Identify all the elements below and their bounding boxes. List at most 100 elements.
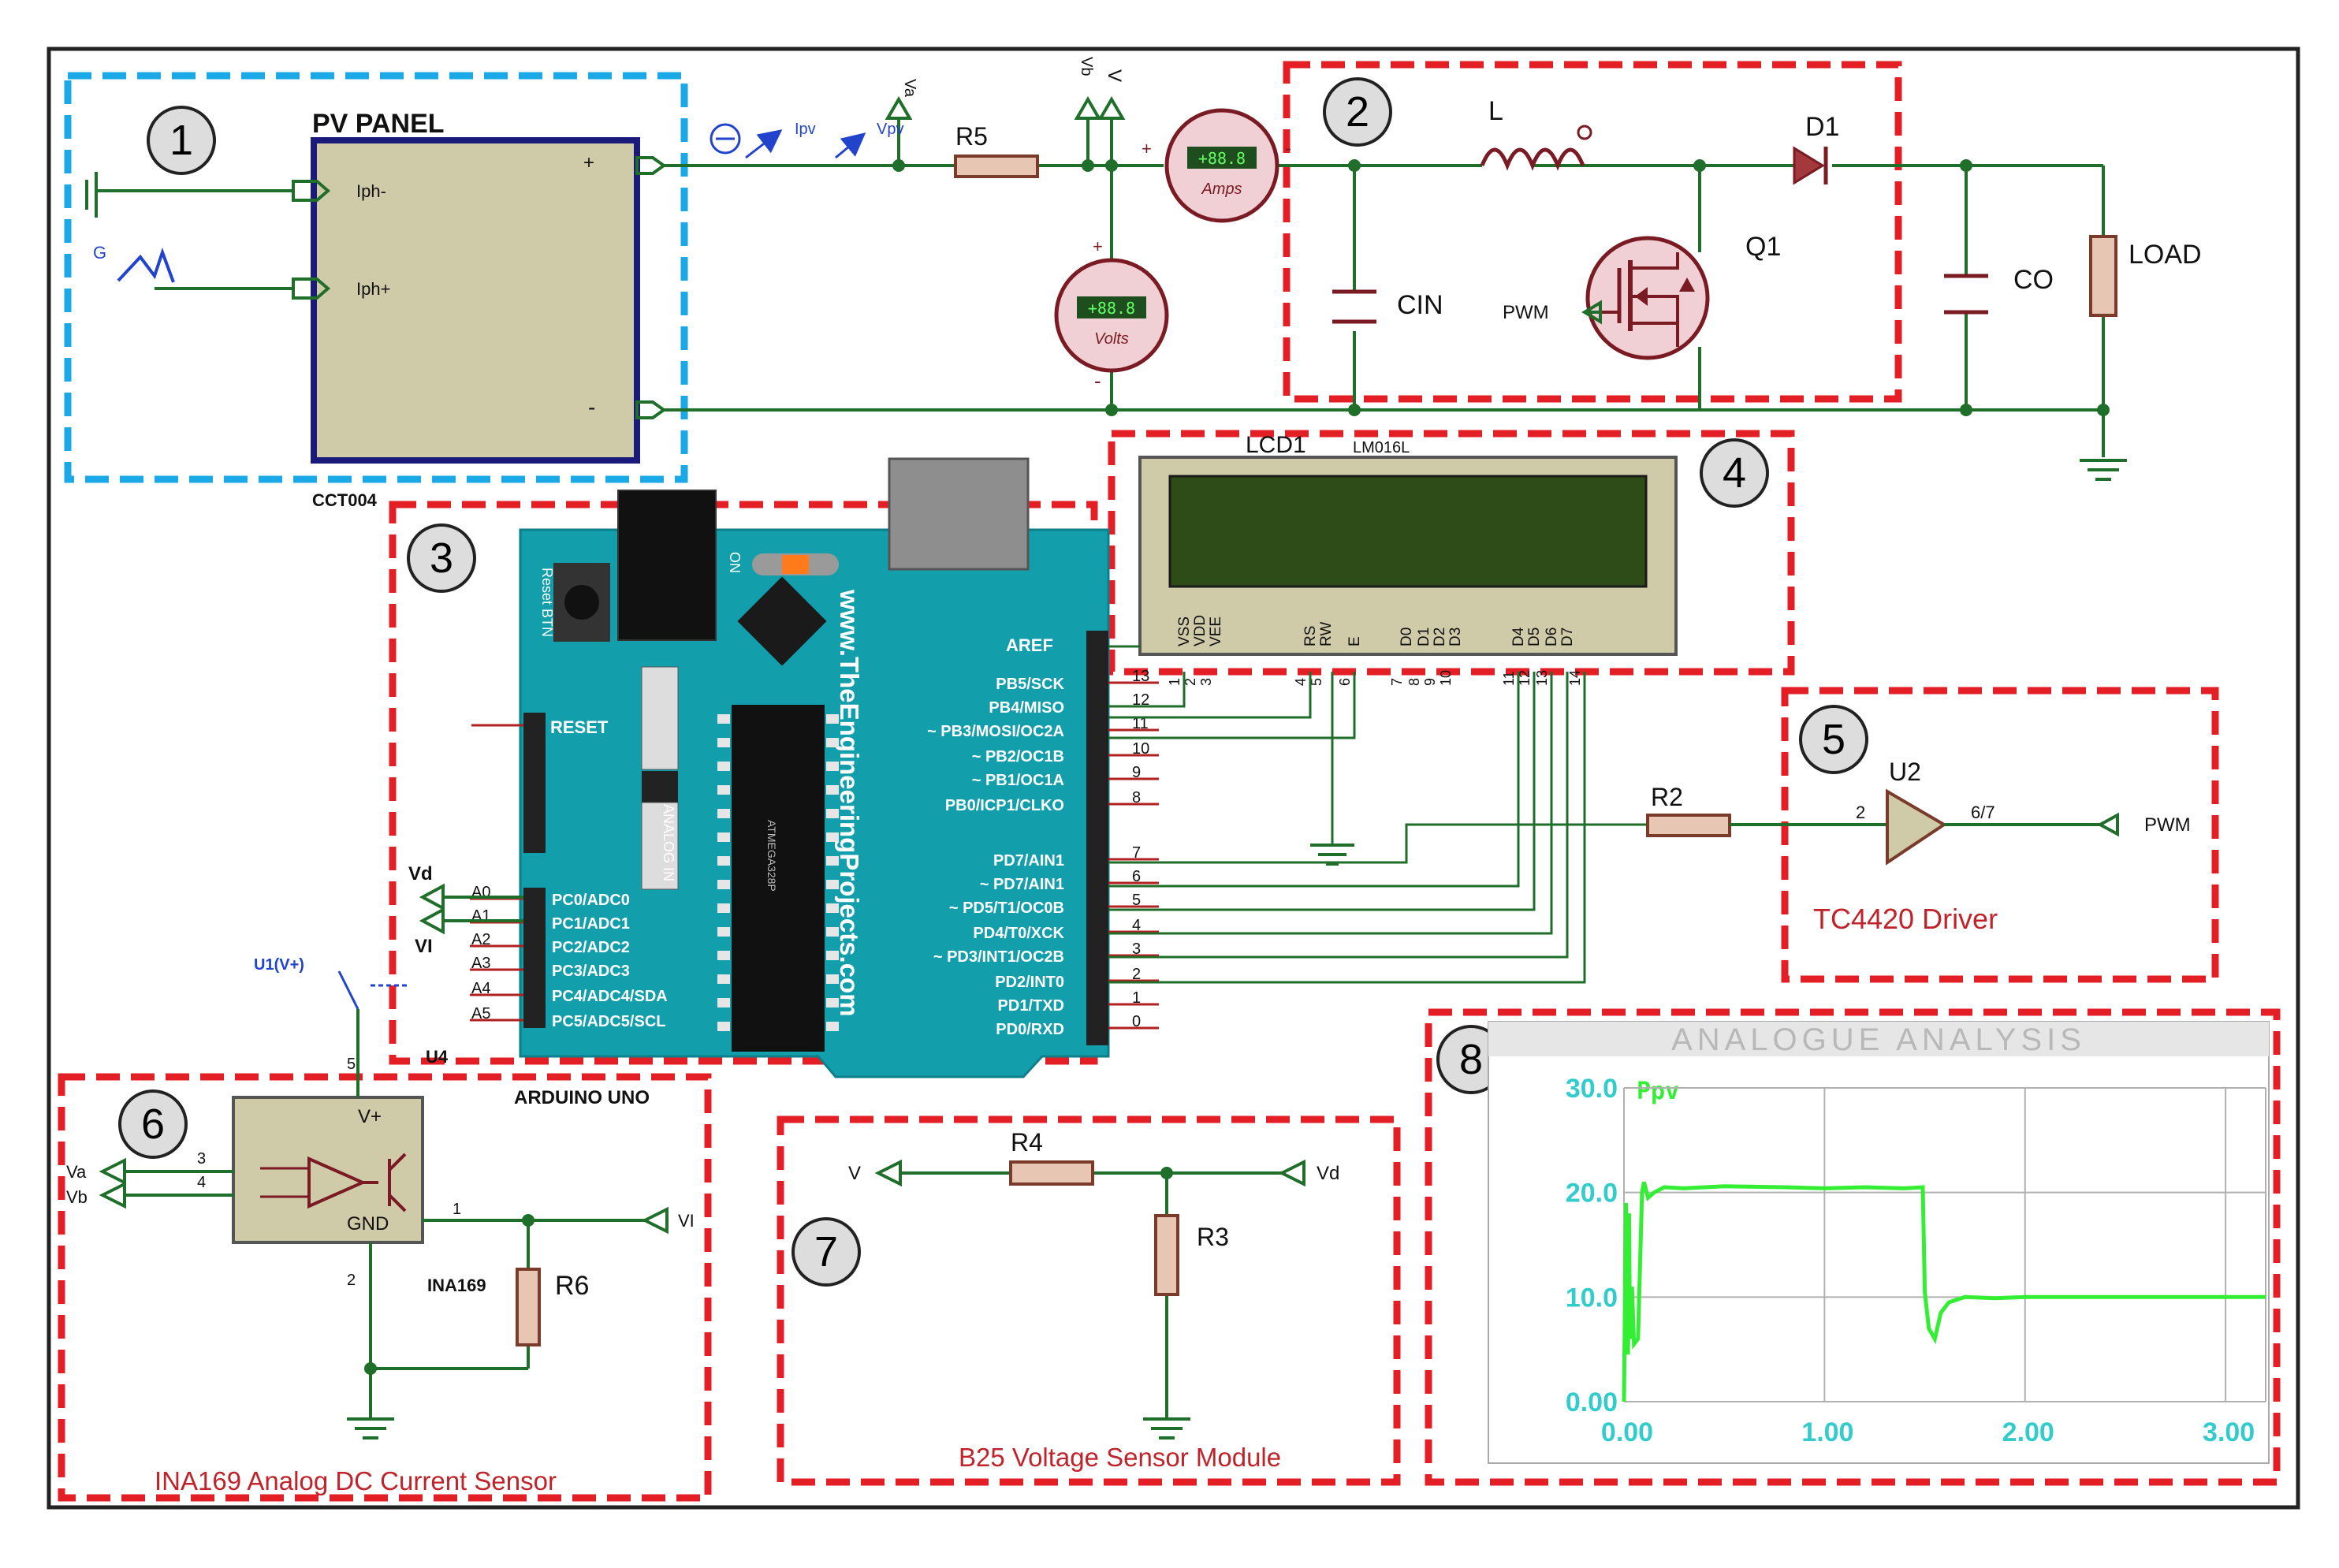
mosfet-q1: Q1 — [1585, 232, 1781, 360]
lcd-pin-number: 9 — [1422, 678, 1438, 686]
section-7-box — [777, 1115, 1401, 1486]
y-tick-label: 20.0 — [1566, 1179, 1618, 1209]
u1-probe: U1(V+) — [254, 956, 410, 1030]
svg-text:-: - — [588, 395, 595, 419]
svg-text:L: L — [1488, 96, 1503, 126]
digital-pin-label: PD7/AIN1 — [993, 852, 1064, 870]
svg-text:3: 3 — [197, 1150, 206, 1168]
svg-text:G: G — [93, 243, 106, 263]
svg-text:2: 2 — [1856, 803, 1865, 822]
svg-text:6: 6 — [141, 1101, 165, 1148]
digital-pin-label: ~ PB3/MOSI/OC2A — [927, 723, 1064, 740]
digital-pin-number: 12 — [1132, 691, 1149, 709]
dc-bus-wires — [664, 118, 2105, 457]
svg-text:VI: VI — [415, 936, 433, 957]
analog-pin-label: PC3/ADC3 — [552, 963, 630, 980]
x-tick-label: 3.00 — [2203, 1417, 2255, 1447]
pv-panel: PV PANEL CCT004 Iph- Iph+ + - — [292, 109, 667, 510]
lcd-pin-number: 10 — [1438, 670, 1454, 686]
ina169-pin-numbers: 3 4 5 1 2 INA169 — [197, 1056, 486, 1295]
digital-pin-label: ~ PD3/INT1/OC2B — [933, 948, 1064, 966]
ammeter: +88.8 Amps + - — [1142, 108, 1291, 223]
caption-tc4420: TC4420 Driver — [1813, 903, 1998, 935]
analog-pin-label: PC1/ADC1 — [552, 915, 630, 933]
section-8-box — [1425, 1008, 2281, 1486]
irradiance-source: G — [93, 243, 293, 290]
lcd-pin-label: D4 — [1510, 627, 1527, 646]
y-tick-label: 30.0 — [1566, 1074, 1618, 1104]
lcd-pin-number: 4 — [1293, 678, 1309, 686]
terminal-v-divider: V — [848, 1159, 902, 1187]
driver-u2: U2 2 6/7 — [1856, 758, 2100, 866]
svg-text:1: 1 — [453, 1201, 461, 1218]
digital-pin-label: ~ PB2/OC1B — [972, 748, 1064, 765]
analog-pin-number: A4 — [471, 980, 490, 997]
svg-text:Amps: Amps — [1201, 181, 1242, 198]
svg-text:V: V — [848, 1163, 861, 1184]
svg-text:2: 2 — [1346, 88, 1369, 136]
svg-text:CCT004: CCT004 — [312, 490, 378, 510]
lcd-pin-label: VSS — [1176, 616, 1193, 646]
svg-text:U2: U2 — [1889, 758, 1921, 786]
svg-text:LOAD: LOAD — [2129, 240, 2202, 270]
section-number-5: 5 — [1799, 705, 1868, 774]
svg-text:Iph-: Iph- — [356, 181, 386, 201]
svg-text:CO: CO — [2013, 265, 2054, 295]
svg-text:Reset BTN: Reset BTN — [539, 568, 555, 637]
svg-text:7: 7 — [814, 1228, 838, 1276]
digital-pin-label: ~ PB1/OC1A — [972, 772, 1064, 789]
section-2-box — [1283, 61, 1902, 403]
digital-pin-number: 7 — [1132, 844, 1141, 862]
svg-text:GND: GND — [347, 1213, 389, 1235]
section-number-1: 1 — [147, 106, 216, 175]
lcd-pin-number: 12 — [1517, 670, 1533, 686]
x-tick-label: 2.00 — [2002, 1417, 2054, 1447]
section-5-box — [1781, 687, 2219, 983]
resistor-r2: R2 — [1646, 783, 1887, 837]
voltmeter: +88.8 Volts + - — [1054, 237, 1169, 393]
analog-pin-number: A5 — [471, 1005, 490, 1022]
lcd-display: LCD1 LM016L — [1138, 432, 1678, 656]
ground-symbol-lcd — [1310, 844, 1354, 866]
arduino-board: Reset BTN ON ATMEGA328P www.TheEngineeri… — [426, 457, 1110, 1108]
digital-pin-number: 2 — [1132, 966, 1141, 983]
lcd-pin-number: 14 — [1567, 670, 1583, 686]
lcd-pin-label: D3 — [1447, 628, 1464, 646]
svg-text:Va: Va — [901, 79, 918, 98]
ina169-wires — [125, 1030, 645, 1419]
svg-text:ON: ON — [727, 552, 743, 573]
svg-text:Q1: Q1 — [1745, 232, 1781, 262]
digital-pin-label: PB4/MISO — [989, 699, 1064, 717]
digital-pin-label: PB0/ICP1/CLKO — [945, 797, 1064, 814]
svg-text:PWM: PWM — [2144, 814, 2191, 836]
analog-pin-label: PC2/ADC2 — [552, 939, 630, 956]
lcd-pin-label: D6 — [1544, 628, 1560, 646]
svg-text:+88.8: +88.8 — [1088, 299, 1135, 318]
lcd-pin-label: RW — [1318, 622, 1335, 646]
svg-text:R5: R5 — [955, 122, 988, 151]
ground-symbol-ina — [347, 1417, 394, 1440]
lcd-pin-number: 8 — [1406, 678, 1422, 686]
ground-symbol-divider — [1143, 1417, 1190, 1440]
ground-symbol-pv — [85, 172, 293, 218]
terminal-vi-ina: VI — [641, 1206, 695, 1235]
svg-text:R4: R4 — [1011, 1128, 1043, 1156]
svg-text:Ipv: Ipv — [795, 121, 816, 138]
svg-text:Vb: Vb — [1078, 57, 1095, 76]
ground-symbol-load — [2080, 459, 2127, 481]
svg-text:R3: R3 — [1197, 1223, 1229, 1251]
y-tick-label: 0.00 — [1566, 1387, 1618, 1417]
lcd-pin-label: D2 — [1432, 628, 1448, 646]
svg-text:U1(V+): U1(V+) — [254, 956, 304, 974]
lcd-pin-label: RS — [1302, 626, 1319, 646]
caption-b25: B25 Voltage Sensor Module — [959, 1443, 1281, 1472]
section-number-6: 6 — [118, 1089, 188, 1159]
svg-text:4: 4 — [1723, 449, 1746, 497]
inductor-l: L — [1480, 96, 1592, 171]
ic-pins — [717, 714, 839, 1031]
svg-text:5: 5 — [1822, 716, 1846, 763]
section-number-7: 7 — [791, 1217, 861, 1287]
